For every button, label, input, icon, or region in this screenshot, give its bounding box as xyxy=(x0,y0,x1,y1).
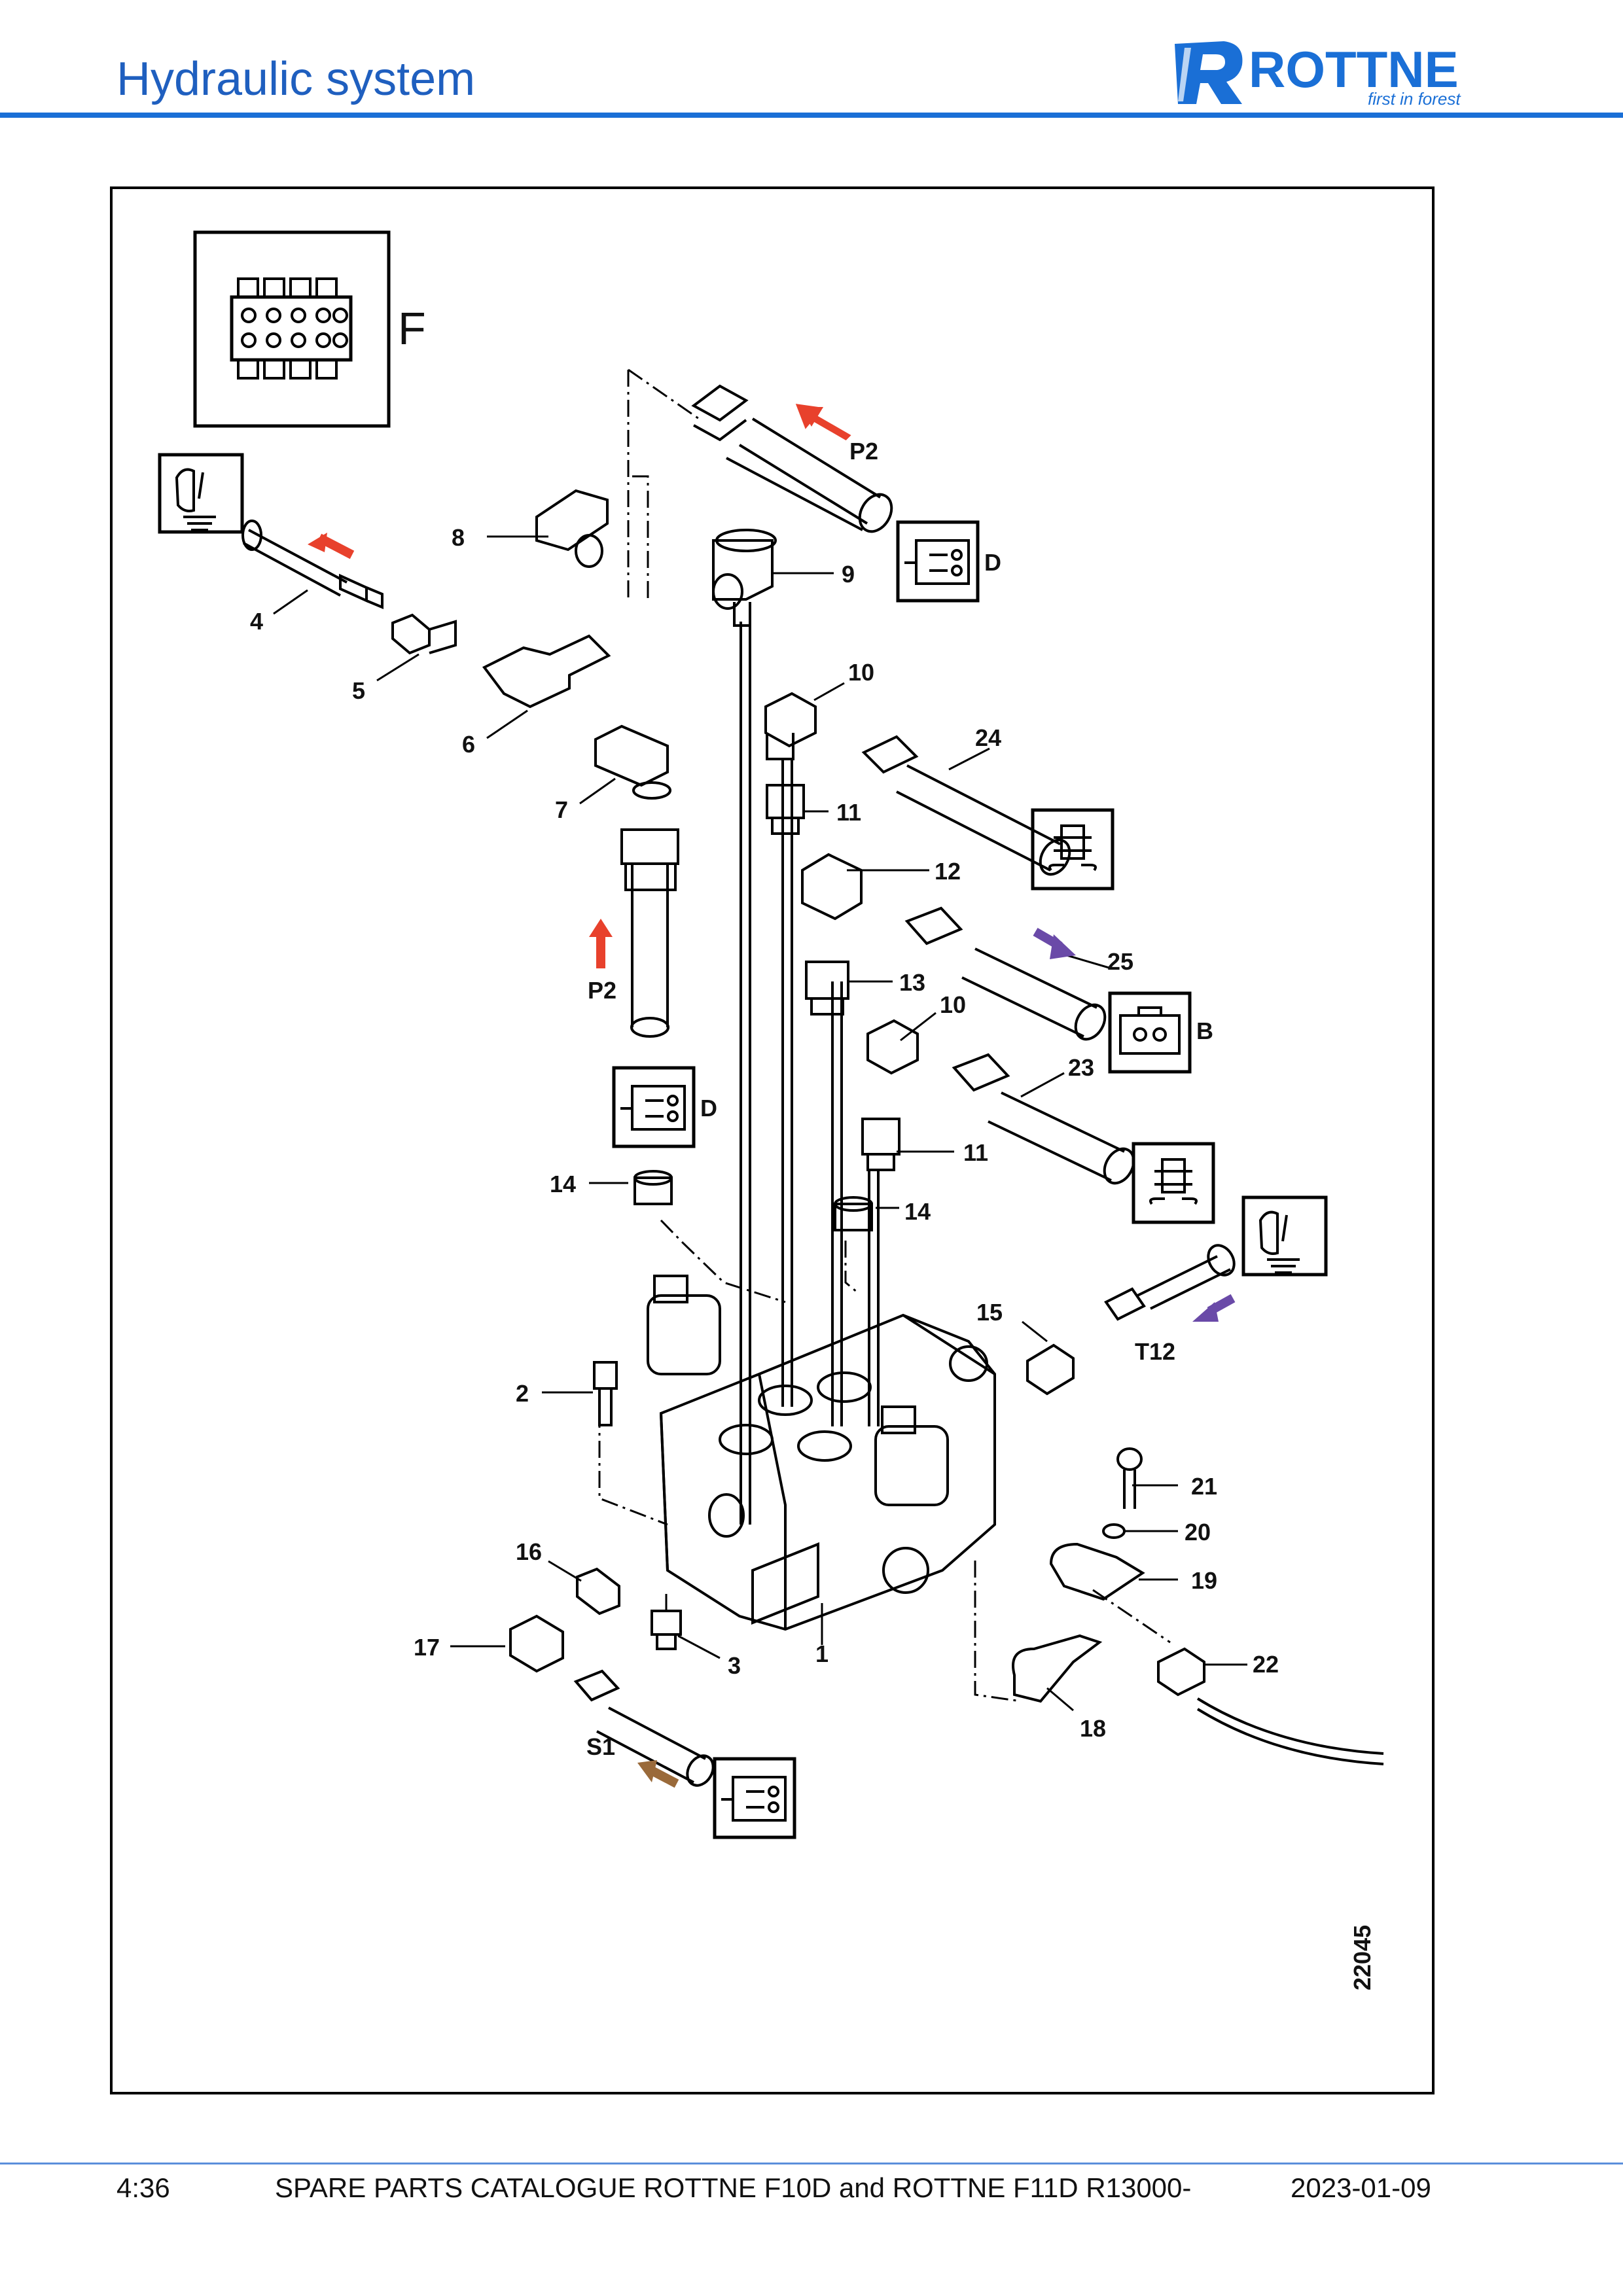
callout-17: 17 xyxy=(414,1634,440,1661)
washer-20 xyxy=(1102,1523,1126,1539)
fitting-13 xyxy=(805,961,849,1016)
footer-catalogue-title: SPARE PARTS CATALOGUE ROTTNE F10D and RO… xyxy=(275,2172,1192,2203)
hose-p2-top xyxy=(691,384,893,533)
callout-8: 8 xyxy=(452,524,465,551)
fitting-8 xyxy=(535,489,609,568)
port-label-d-top: D xyxy=(984,549,1001,576)
callout-13: 13 xyxy=(899,969,925,996)
port-label-t12: T12 xyxy=(1135,1338,1175,1365)
port-label-s1: S1 xyxy=(586,1733,615,1760)
callout-18: 18 xyxy=(1080,1715,1106,1742)
port-label-b: B xyxy=(1196,1017,1213,1044)
knob-21 xyxy=(1116,1447,1143,1509)
fitting-15 xyxy=(1026,1343,1075,1396)
callout-20: 20 xyxy=(1185,1519,1211,1545)
pressure-symbol-right xyxy=(1241,1195,1328,1277)
callout-6: 6 xyxy=(462,731,475,758)
footer-rule xyxy=(0,2163,1623,2164)
fitting-7 xyxy=(594,724,671,800)
valve-block-1 xyxy=(647,1275,996,1631)
header-rule xyxy=(0,113,1623,118)
connector-symbol-b xyxy=(1108,991,1192,1074)
connector-f-box xyxy=(193,230,391,428)
bolt-2 xyxy=(593,1361,618,1426)
fitting-11a xyxy=(766,784,805,835)
fitting-12 xyxy=(801,853,863,921)
hose-4 xyxy=(241,520,383,609)
callout-1: 1 xyxy=(815,1640,829,1667)
callout-4: 4 xyxy=(250,608,263,635)
page-title: Hydraulic system xyxy=(116,53,476,105)
fitting-16 xyxy=(576,1567,620,1616)
lever-19 xyxy=(1049,1542,1145,1601)
fitting-5 xyxy=(391,613,457,655)
fitting-6 xyxy=(482,634,611,709)
plug-14a xyxy=(633,1170,673,1205)
callout-10a: 10 xyxy=(848,659,874,686)
callout-24: 24 xyxy=(975,724,1001,751)
bracket-18 xyxy=(1012,1634,1103,1703)
callout-25: 25 xyxy=(1107,948,1133,975)
flow-arrows xyxy=(308,404,1236,1788)
valve-symbol-d-mid xyxy=(612,1066,696,1148)
valve-symbol-d-top xyxy=(896,520,980,603)
fitting-11b xyxy=(861,1118,901,1171)
rottne-r-emblem xyxy=(1175,41,1243,104)
hose-s1 xyxy=(573,1669,715,1787)
callout-14a: 14 xyxy=(550,1171,576,1197)
hose-23 xyxy=(952,1053,1135,1185)
connector-label-f: F xyxy=(398,303,426,354)
logo-tagline: first in forest xyxy=(1368,89,1461,109)
callout-14b: 14 xyxy=(904,1198,931,1225)
callout-9: 9 xyxy=(842,561,855,588)
connector-icon xyxy=(230,277,353,380)
arrow-brown-s1 xyxy=(649,1766,679,1788)
diagram-frame xyxy=(110,186,1435,2094)
fitting-17 xyxy=(509,1614,564,1673)
steering-symbol-upper xyxy=(1031,808,1115,891)
plug-14b xyxy=(834,1196,873,1231)
pressure-symbol-left xyxy=(158,453,244,534)
port-label-p2-top: P2 xyxy=(849,438,878,465)
port-label-p2-left: P2 xyxy=(588,977,616,1004)
valve-symbol-bottom xyxy=(713,1757,796,1839)
callout-19: 19 xyxy=(1191,1567,1217,1594)
fitting-9 xyxy=(712,529,777,627)
callout-5: 5 xyxy=(352,677,365,704)
callout-10b: 10 xyxy=(940,991,966,1018)
callout-23: 23 xyxy=(1068,1054,1094,1081)
port-label-d-mid: D xyxy=(700,1095,717,1122)
hose-24 xyxy=(861,735,1071,876)
plug-3 xyxy=(651,1610,682,1650)
hose-p2-left xyxy=(620,828,679,1038)
logo-wordmark: ROTTNE xyxy=(1249,41,1459,98)
drawing-number: 22045 xyxy=(1349,1925,1376,1990)
callout-22: 22 xyxy=(1253,1651,1279,1678)
steering-symbol-lower xyxy=(1132,1142,1215,1224)
rottne-logo: ROTTNE first in forest xyxy=(1175,41,1461,109)
fitting-10b xyxy=(866,1019,919,1075)
footer-date: 2023-01-09 xyxy=(1291,2172,1431,2203)
clevis-22 xyxy=(1157,1647,1205,1697)
cable-22 xyxy=(1196,1697,1384,1765)
callout-21: 21 xyxy=(1191,1473,1217,1500)
callout-16: 16 xyxy=(516,1538,542,1565)
callout-2: 2 xyxy=(516,1380,529,1407)
callout-3: 3 xyxy=(728,1652,741,1679)
callout-7: 7 xyxy=(555,796,568,823)
fitting-10a xyxy=(764,692,817,760)
footer-page-number: 4:36 xyxy=(116,2172,170,2203)
callout-12: 12 xyxy=(935,858,961,885)
callout-15: 15 xyxy=(976,1299,1003,1326)
callout-11a: 11 xyxy=(836,799,861,826)
callout-11b: 11 xyxy=(963,1139,988,1166)
hose-t12 xyxy=(1104,1244,1236,1321)
hose-25 xyxy=(904,906,1107,1041)
